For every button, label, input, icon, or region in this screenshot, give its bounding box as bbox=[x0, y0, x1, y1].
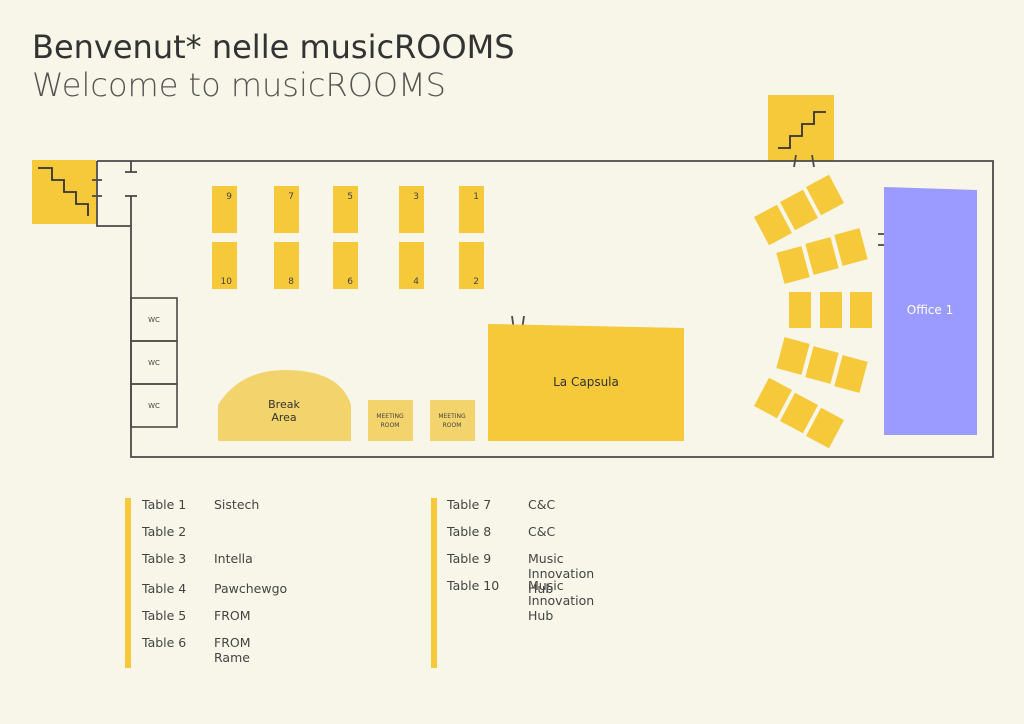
table-number: 7 bbox=[288, 192, 294, 202]
page-subtitle: Welcome to musicROOMS bbox=[32, 66, 446, 104]
legend-table-name: Table 7 bbox=[447, 497, 492, 512]
table-9: 9 bbox=[212, 186, 237, 233]
table-number: 9 bbox=[226, 192, 232, 202]
break-area-label: Area bbox=[271, 411, 296, 424]
table-6: 6 bbox=[333, 242, 358, 289]
la-capsula-room: La Capsula bbox=[488, 324, 684, 441]
meeting-room-label: MEETING bbox=[376, 413, 404, 420]
table-5: 5 bbox=[333, 186, 358, 233]
table-3: 3 bbox=[399, 186, 424, 233]
building-walls bbox=[96, 160, 994, 458]
office-label: Office 1 bbox=[907, 303, 953, 317]
stairs-icon bbox=[768, 95, 834, 161]
table-number: 2 bbox=[473, 277, 479, 287]
meeting-room-label: ROOM bbox=[443, 422, 462, 429]
meeting-room-label: ROOM bbox=[381, 422, 400, 429]
legend-table-name: Table 6 bbox=[142, 635, 187, 650]
meeting-room-label: MEETING bbox=[438, 413, 466, 420]
break-area: Break Area bbox=[218, 370, 351, 441]
legend-company: C&C bbox=[528, 497, 556, 512]
legend-table-name: Table 9 bbox=[447, 551, 492, 566]
office-room: Office 1 bbox=[884, 187, 977, 435]
legend-company: Music Innovation Hub bbox=[528, 578, 595, 623]
page-title: Benvenut* nelle musicROOMS bbox=[32, 28, 515, 66]
table-number: 5 bbox=[347, 192, 353, 202]
table-number: 4 bbox=[413, 277, 419, 287]
stairs-icon bbox=[32, 160, 96, 224]
table-10: 10 bbox=[212, 242, 237, 289]
legend-table-name: Table 10 bbox=[447, 578, 500, 593]
legend-company: Sistech bbox=[214, 497, 260, 512]
legend-company: Music Innovation Hub bbox=[528, 551, 595, 596]
wc-block: WC WC WC bbox=[130, 297, 178, 428]
table-1: 1 bbox=[459, 186, 484, 233]
wc-label: WC bbox=[148, 316, 160, 324]
legend-table-name: Table 3 bbox=[142, 551, 187, 566]
legend-bar bbox=[125, 498, 131, 668]
meeting-room: MEETING ROOM bbox=[368, 400, 413, 441]
table-2: 2 bbox=[459, 242, 484, 289]
legend-table-name: Table 2 bbox=[142, 524, 187, 539]
legend-table-name: Table 5 bbox=[142, 608, 187, 623]
wc-label: WC bbox=[148, 359, 160, 367]
table-4: 4 bbox=[399, 242, 424, 289]
wc-label: WC bbox=[148, 402, 160, 410]
lounge-seating bbox=[754, 174, 872, 449]
la-capsula-label: La Capsula bbox=[553, 375, 619, 389]
break-area-label: Break bbox=[268, 398, 300, 411]
table-number: 6 bbox=[347, 277, 353, 287]
table-number: 8 bbox=[288, 277, 294, 287]
table-number: 1 bbox=[473, 192, 479, 202]
legend-company: Intella bbox=[214, 551, 253, 566]
legend-table-name: Table 8 bbox=[447, 524, 492, 539]
legend-company: FROM bbox=[214, 608, 251, 623]
table-number: 3 bbox=[413, 192, 419, 202]
table-number: 10 bbox=[221, 277, 233, 287]
legend-bar bbox=[431, 498, 437, 668]
legend-table-name: Table 4 bbox=[142, 581, 187, 596]
table-8: 8 bbox=[274, 242, 299, 289]
meeting-room: MEETING ROOM bbox=[430, 400, 475, 441]
legend-table-name: Table 1 bbox=[142, 497, 187, 512]
legend-company: FROM Rame bbox=[214, 635, 251, 665]
legend-company: C&C bbox=[528, 524, 556, 539]
legend-company: Pawchewgo bbox=[214, 581, 288, 596]
tables-grid: 9 7 5 3 1 10 8 6 4 2 bbox=[212, 186, 484, 289]
table-7: 7 bbox=[274, 186, 299, 233]
